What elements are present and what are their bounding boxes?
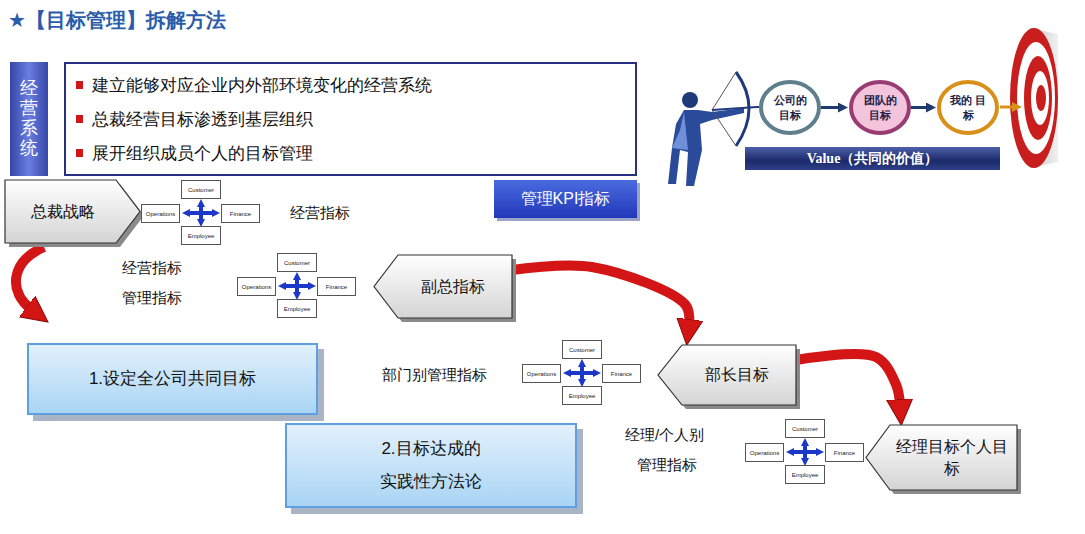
node-text: Finance bbox=[611, 371, 632, 377]
goal-arrow bbox=[1000, 106, 1014, 109]
customer-box: Customer bbox=[562, 340, 602, 359]
node-text: Employee bbox=[188, 233, 215, 239]
node-text: Operations bbox=[242, 284, 271, 290]
goal-circle: 团队的 目标 bbox=[849, 80, 911, 135]
node-text: Employee bbox=[284, 306, 311, 312]
node-text: Operations bbox=[750, 450, 779, 456]
node-text: 团队的 目标 bbox=[860, 93, 900, 123]
indicator-label: 部门别管理指标 bbox=[382, 366, 487, 384]
node-text: 建立能够对应企业内外部环境变化的经营系统 bbox=[76, 74, 432, 97]
indicator-label: 管理指标 bbox=[637, 456, 697, 474]
goal-circle: 公司的 目标 bbox=[759, 80, 821, 135]
node-text: Value（共同的价值） bbox=[807, 150, 939, 168]
node-text: 我的 目标 bbox=[948, 93, 988, 123]
value-bar: Value（共同的价值） bbox=[745, 147, 1000, 170]
flow-arrow bbox=[821, 106, 840, 109]
customer-box: Customer bbox=[277, 253, 317, 272]
target bbox=[1010, 28, 1058, 168]
four-way-arrow bbox=[793, 445, 817, 459]
bullet-box: 建立能够对应企业内外部环境变化的经营系统总裁经营目标渗透到基层组织展开组织成员个… bbox=[64, 62, 637, 176]
red-curved-arrow bbox=[16, 247, 44, 310]
node-text: 总裁经营目标渗透到基层组织 bbox=[76, 108, 313, 131]
node-shape bbox=[759, 80, 821, 135]
operations-box: Operations bbox=[141, 204, 180, 223]
node-text: 展开组织成员个人的目标管理 bbox=[76, 142, 313, 165]
step-box: 2.目标达成的 实践性方法论 bbox=[285, 423, 577, 508]
node-text: Customer bbox=[569, 347, 595, 353]
goal-circle: 我的 目标 bbox=[937, 80, 999, 135]
indicator-label: 管理指标 bbox=[122, 289, 182, 307]
indicator-label: 经营指标 bbox=[122, 259, 182, 277]
node-text: 副总指标 bbox=[421, 276, 485, 298]
node-text: Employee bbox=[569, 393, 596, 399]
node-text: 管理KPI指标 bbox=[521, 189, 611, 210]
node-shape bbox=[937, 80, 999, 135]
employee-box: Employee bbox=[181, 226, 221, 245]
node-text: 1.设定全公司共同目标 bbox=[89, 363, 256, 395]
four-way-arrow bbox=[285, 279, 309, 293]
indicator-label: 经理/个人别 bbox=[625, 426, 704, 444]
node-text: Operations bbox=[527, 371, 556, 377]
operations-box: Operations bbox=[522, 364, 561, 383]
node-text: Finance bbox=[230, 211, 251, 217]
node-text: 部长目标 bbox=[705, 364, 769, 386]
node-text: Operations bbox=[146, 211, 175, 217]
node-shape bbox=[849, 80, 911, 135]
system-band: 经营系统 bbox=[10, 62, 48, 176]
red-curved-arrow bbox=[796, 354, 900, 405]
archer-figure bbox=[668, 72, 757, 186]
node-text: 2.目标达成的 实践性方法论 bbox=[372, 433, 490, 498]
node-shape bbox=[866, 425, 1017, 490]
page-title: ★【目标管理】拆解方法 bbox=[8, 7, 226, 34]
employee-box: Employee bbox=[277, 299, 317, 318]
four-way-arrow bbox=[189, 206, 213, 220]
red-curved-arrow bbox=[512, 265, 689, 325]
operations-box: Operations bbox=[237, 277, 276, 296]
finance-box: Finance bbox=[825, 443, 864, 462]
customer-box: Customer bbox=[785, 419, 825, 438]
arrow-shaft bbox=[757, 106, 759, 108]
node-text: Customer bbox=[284, 260, 310, 266]
operations-box: Operations bbox=[745, 443, 784, 462]
finance-box: Finance bbox=[221, 204, 260, 223]
employee-box: Employee bbox=[785, 465, 825, 484]
finance-box: Finance bbox=[602, 364, 641, 383]
node-text: 经营系统 bbox=[20, 79, 38, 158]
node-text: Employee bbox=[792, 472, 819, 478]
employee-box: Employee bbox=[562, 386, 602, 405]
node-text: 公司的 目标 bbox=[770, 93, 810, 123]
customer-box: Customer bbox=[181, 180, 221, 199]
node-text: Customer bbox=[188, 187, 214, 193]
node-text: 总裁战略 bbox=[31, 201, 95, 223]
step-box: 1.设定全公司共同目标 bbox=[27, 343, 318, 415]
four-way-arrow bbox=[570, 366, 594, 380]
flow-arrow bbox=[911, 106, 928, 109]
strategy-arrow-box: 总裁战略 bbox=[5, 180, 140, 243]
node-text: 经理目标个人目标 bbox=[894, 436, 1009, 479]
dept-arrow-box: 部长目标 bbox=[658, 345, 796, 405]
vp-arrow-box: 副总指标 bbox=[374, 255, 512, 318]
kpi-box: 管理KPI指标 bbox=[494, 180, 637, 218]
node-text: Finance bbox=[326, 284, 347, 290]
indicator-label: 经营指标 bbox=[290, 204, 350, 222]
node-text: Customer bbox=[792, 426, 818, 432]
finance-box: Finance bbox=[317, 277, 356, 296]
node-text: Finance bbox=[834, 450, 855, 456]
manager-arrow-box: 经理目标个人目标 bbox=[866, 425, 1017, 490]
